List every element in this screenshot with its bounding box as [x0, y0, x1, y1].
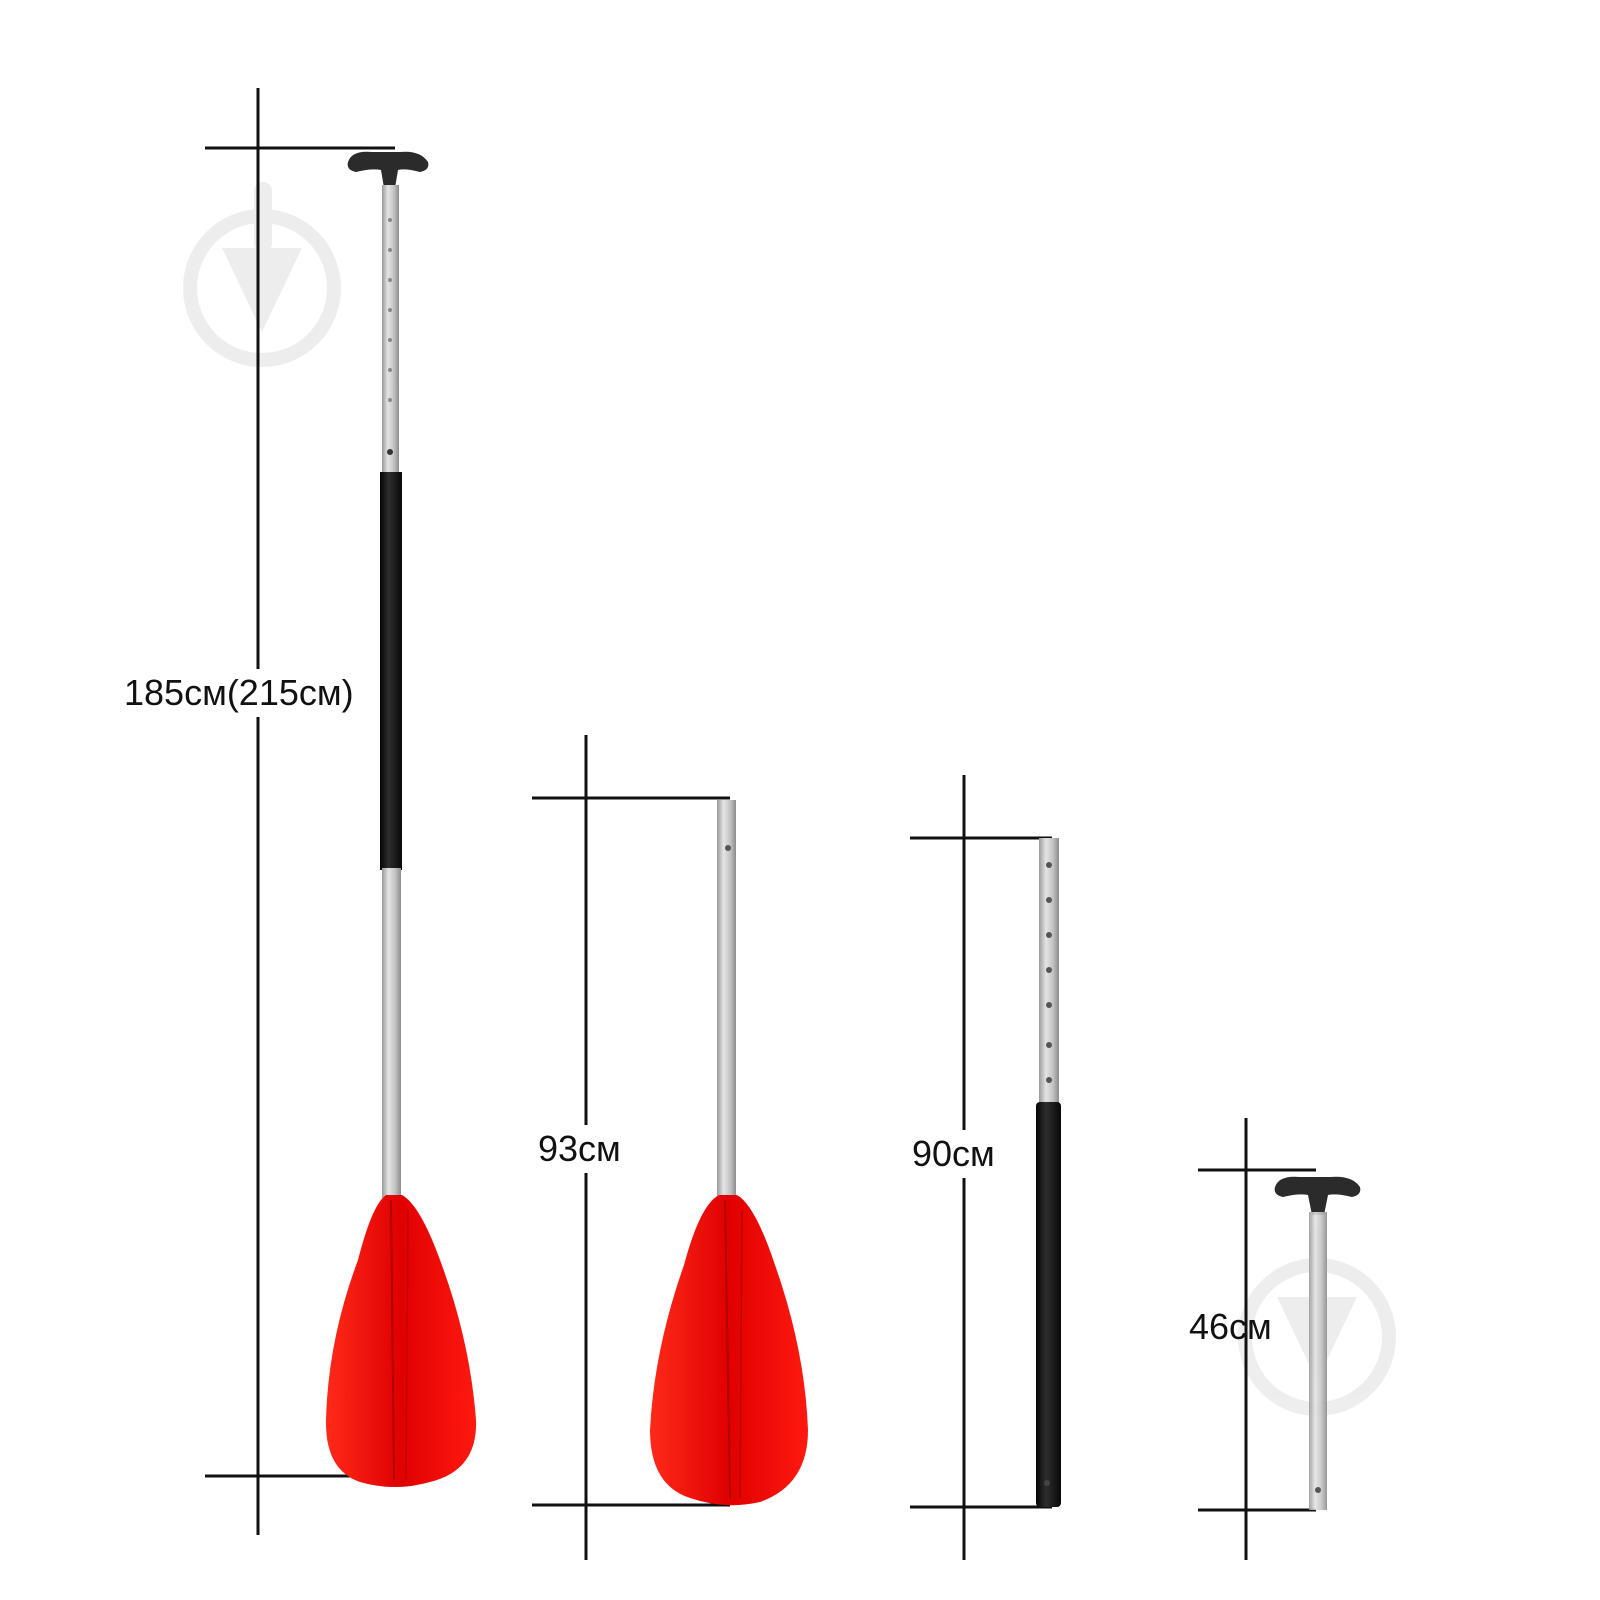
upper-shaft: [382, 185, 399, 475]
dimension-line-handle-section: [1198, 1118, 1316, 1560]
blade-section-blade: [650, 1195, 808, 1506]
lower-shaft: [382, 868, 401, 1198]
handle-section: [1274, 1176, 1361, 1510]
full-paddle: [325, 151, 477, 1487]
shaft-grip-sleeve: [380, 472, 402, 870]
middle-section-length-label: 90см: [910, 1130, 997, 1178]
handle-section-t-grip: [1274, 1176, 1361, 1215]
blade-section-shaft: [717, 800, 736, 1200]
download-arrow-watermark-icon: [183, 182, 341, 367]
t-grip-handle: [347, 151, 429, 188]
handle-section-shaft: [1309, 1212, 1327, 1510]
paddle-blade: [325, 1195, 477, 1487]
blade-section-length-label: 93см: [536, 1125, 623, 1173]
handle-section-length-label: 46см: [1189, 1306, 1272, 1347]
middle-section: [1036, 838, 1061, 1507]
blade-section: [650, 800, 808, 1506]
full-paddle-length-label: 185см(215см): [122, 669, 356, 717]
middle-section-grip: [1036, 1102, 1061, 1507]
